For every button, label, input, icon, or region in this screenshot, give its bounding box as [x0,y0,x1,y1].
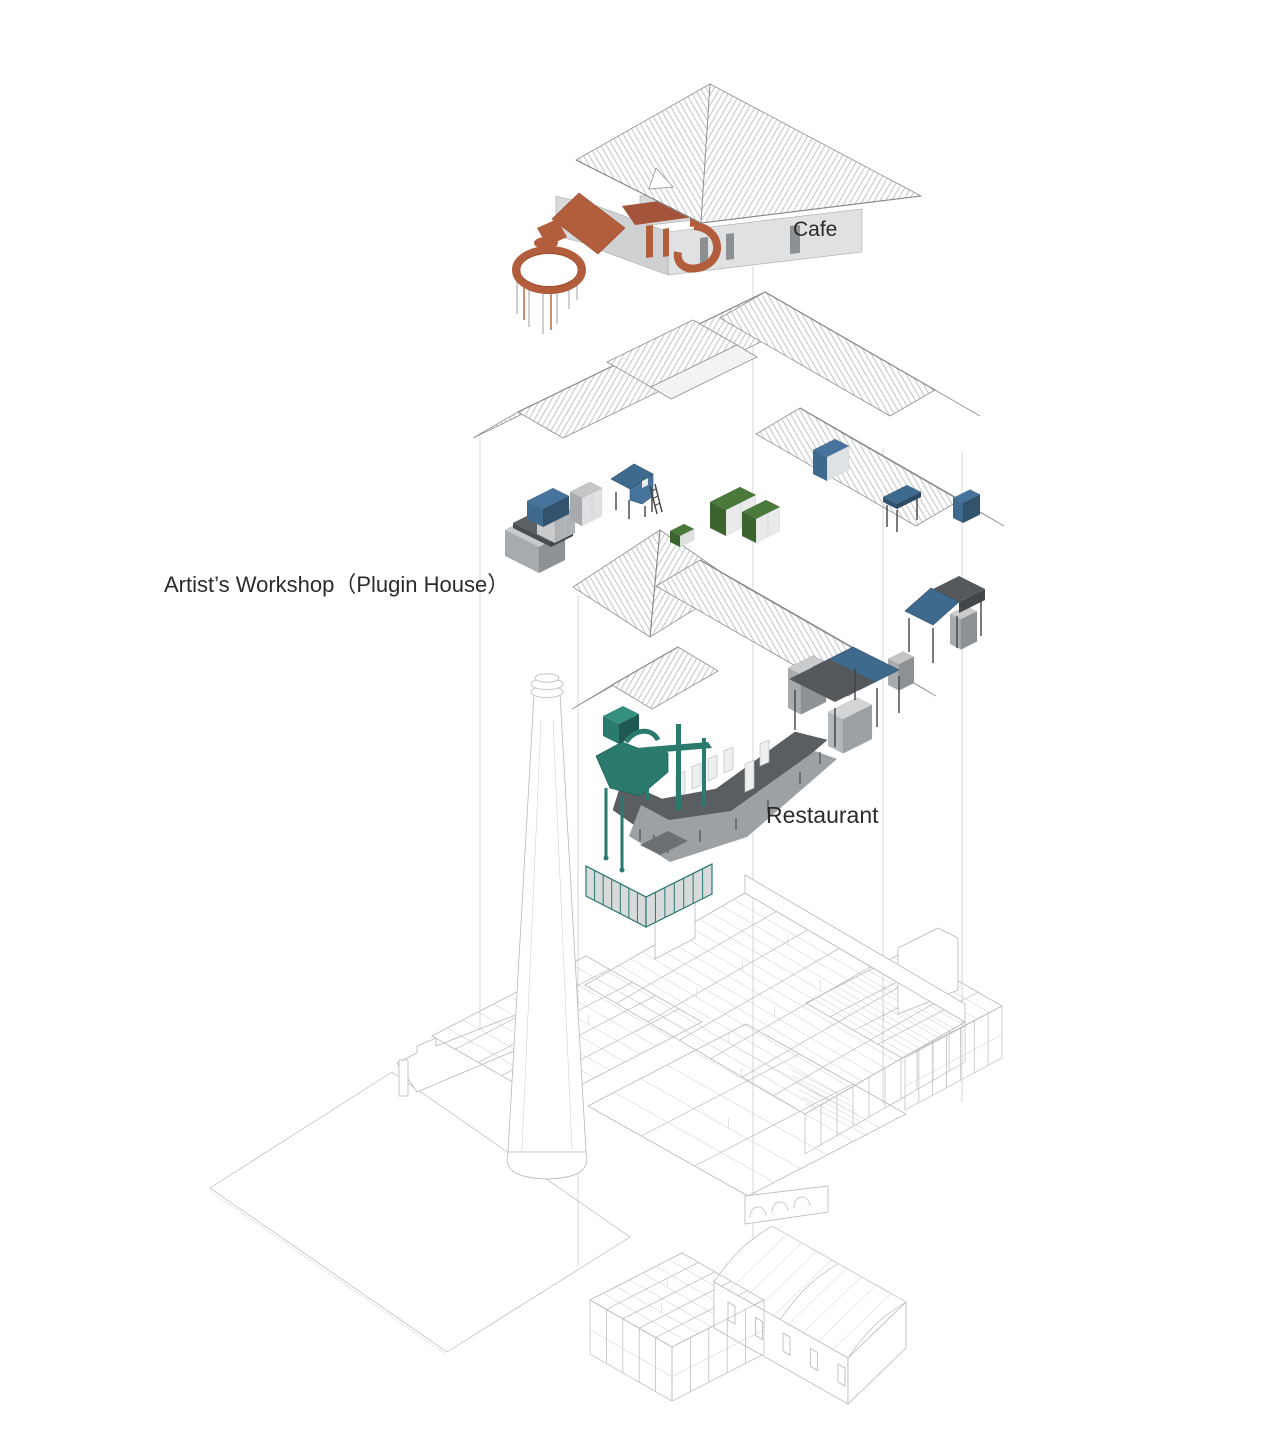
guide-lines [479,230,963,1266]
factory-wireframe [396,874,1003,1405]
chimney [506,673,588,1180]
roof-layer [472,291,1005,710]
cafe-ring [512,246,586,334]
glazed-partition-wall [585,831,713,928]
market-canopies [789,498,985,747]
label-artists-workshop: Artist’s Workshop（Plugin House） [164,572,510,597]
cafe-pavilion [534,83,923,276]
restaurant-block [595,706,837,873]
plugin-blue-house [610,463,663,519]
ground-plane [209,1071,631,1356]
label-cafe: Cafe [793,218,838,241]
label-restaurant: Restaurant [766,802,879,828]
plugin-house-units [504,438,981,754]
